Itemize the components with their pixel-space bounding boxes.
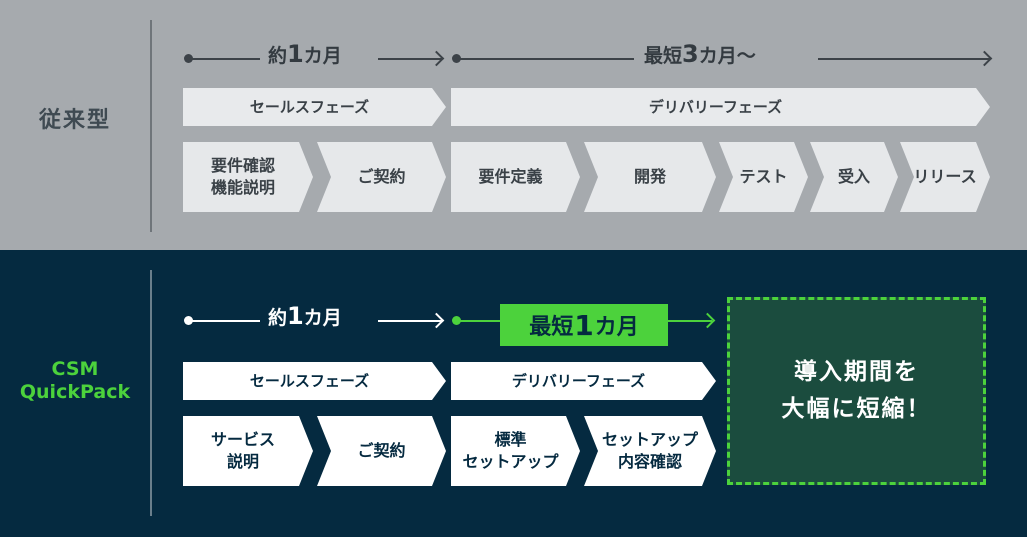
timeline-line bbox=[188, 320, 260, 322]
divider-line bbox=[150, 20, 152, 232]
timeline-line bbox=[378, 320, 442, 322]
task-step: 開発 bbox=[584, 142, 716, 212]
task-step: ご契約 bbox=[317, 416, 446, 486]
task-step: 標準 セットアップ bbox=[451, 416, 580, 486]
quickpack-label: CSM QuickPack bbox=[19, 358, 131, 403]
conventional-section: 従来型 約1カ月 最短3カ月〜 セールスフェーズ デリバリーフェーズ 要件確認 … bbox=[0, 0, 1027, 250]
task-step: セットアップ 内容確認 bbox=[584, 416, 716, 486]
task-step: ご契約 bbox=[317, 142, 446, 212]
task-step: リリース bbox=[900, 142, 990, 212]
delivery-duration-label: 最短3カ月〜 bbox=[644, 40, 756, 68]
phase-delivery: デリバリーフェーズ bbox=[451, 362, 716, 400]
conventional-label: 従来型 bbox=[38, 108, 111, 133]
divider-line bbox=[150, 270, 152, 516]
arrow-right-icon bbox=[428, 50, 445, 67]
timeline-line bbox=[456, 58, 634, 60]
task-step: 要件定義 bbox=[451, 142, 580, 212]
task-step: サービス 説明 bbox=[183, 416, 313, 486]
task-step: 要件確認 機能説明 bbox=[183, 142, 313, 212]
result-callout: 導入期間を 大幅に短縮！ bbox=[727, 297, 986, 485]
phase-sales: セールスフェーズ bbox=[183, 362, 446, 400]
timeline-line bbox=[456, 320, 502, 322]
task-step: 受入 bbox=[810, 142, 898, 212]
timeline-line bbox=[378, 58, 442, 60]
timeline-line bbox=[818, 58, 990, 60]
phase-sales: セールスフェーズ bbox=[183, 88, 446, 126]
sales-duration-label: 約1カ月 bbox=[268, 40, 342, 68]
phase-delivery: デリバリーフェーズ bbox=[451, 88, 990, 126]
sales-duration-label: 約1カ月 bbox=[268, 302, 342, 330]
arrow-right-icon bbox=[976, 50, 993, 67]
timeline-line bbox=[188, 58, 260, 60]
timeline-line bbox=[668, 320, 712, 322]
task-step: テスト bbox=[719, 142, 808, 212]
